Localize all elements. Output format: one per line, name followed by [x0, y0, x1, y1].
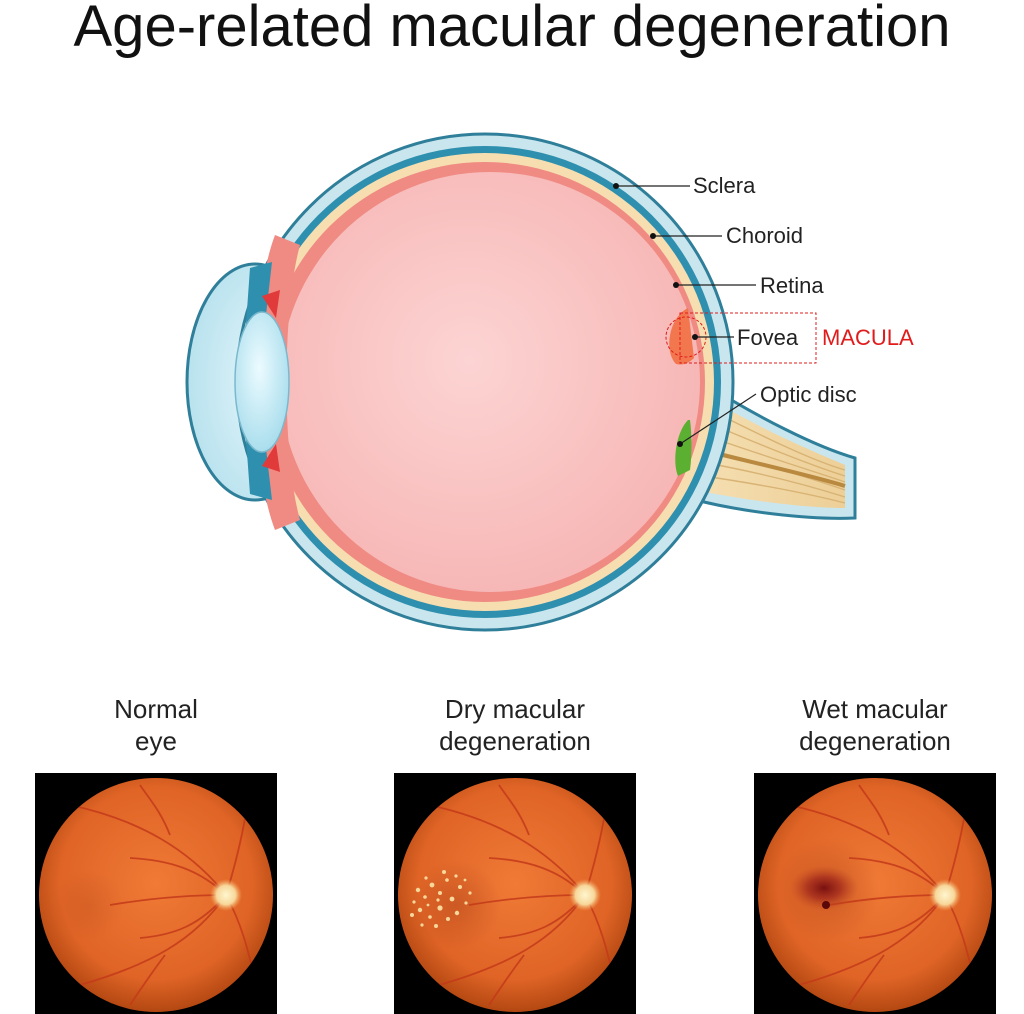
fundus-image: [39, 778, 273, 1012]
optic-disc-spot: [210, 879, 242, 911]
page-title: Age-related macular degeneration: [74, 0, 951, 59]
panel-wet-caption-line2: degeneration: [799, 726, 951, 756]
eye-cross-section: [185, 132, 857, 632]
label-optic-disc: Optic disc: [760, 382, 857, 407]
optic-disc-spot: [569, 879, 601, 911]
lens: [234, 311, 290, 453]
vitreous-body: [280, 172, 700, 592]
ciliary-body-lower: [262, 444, 280, 472]
panel-normal-caption-line2: eye: [135, 726, 177, 756]
drusen-deposits: [410, 870, 472, 928]
panel-wet-caption-line1: Wet macular: [802, 694, 948, 724]
label-sclera: Sclera: [693, 173, 756, 198]
macula-spot: [411, 860, 501, 950]
panel-dry-caption-line1: Dry macular: [445, 694, 585, 724]
ciliary-body-upper: [262, 290, 280, 318]
wet-lesion: [790, 866, 858, 910]
leader-lines: [616, 185, 757, 445]
fundus-panel-dry: [394, 773, 636, 1014]
fundus-panel-wet: [754, 773, 996, 1014]
optic-disc-region: [675, 420, 692, 476]
hemorrhage-spot: [822, 901, 830, 909]
label-fovea: Fovea: [737, 325, 799, 350]
macula-box: [679, 312, 817, 364]
optic-disc-spot: [929, 879, 961, 911]
leader-dots: [613, 183, 698, 447]
macula-spot: [52, 869, 124, 941]
label-choroid: Choroid: [726, 223, 803, 248]
panel-normal-caption-line1: Normal: [114, 694, 198, 724]
label-macula: MACULA: [822, 325, 914, 350]
panel-dry-caption-line2: degeneration: [439, 726, 591, 756]
label-retina: Retina: [760, 273, 824, 298]
fundus-image: [398, 778, 632, 1012]
fundus-panel-normal: [35, 773, 277, 1014]
fovea-region: [669, 308, 694, 365]
